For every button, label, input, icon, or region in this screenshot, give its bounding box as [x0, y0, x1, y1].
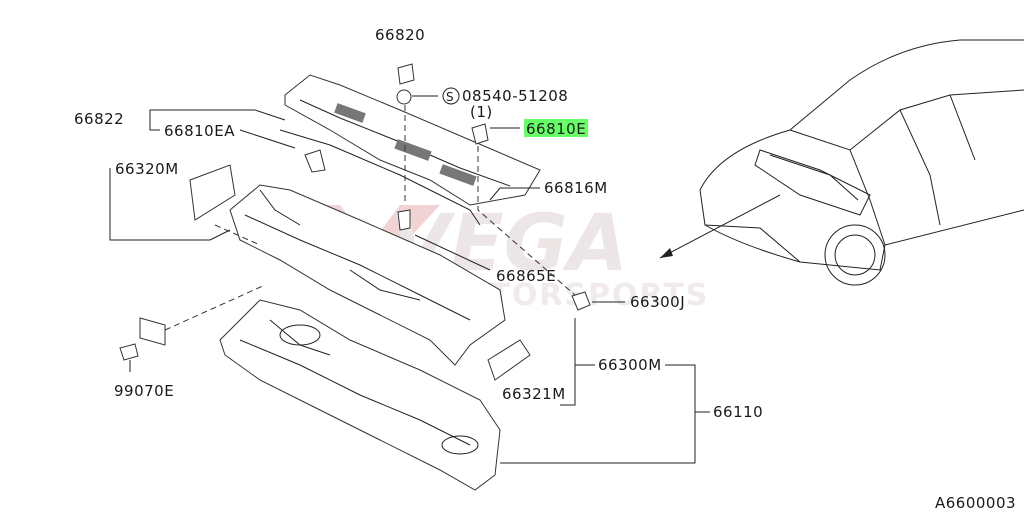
- label-66300j: 66300J: [630, 293, 685, 311]
- clip-66810ea-piece: [304, 149, 326, 173]
- label-66810e: 66810E: [526, 120, 586, 138]
- label-quantity: (1): [470, 103, 493, 121]
- bracket-66321m: [487, 339, 531, 381]
- leader-lines: [109, 95, 710, 464]
- label-66816m: 66816M: [544, 179, 608, 197]
- label-66820: 66820: [375, 26, 425, 44]
- clip-66865e: [397, 209, 411, 231]
- label-66300m: 66300M: [598, 356, 662, 374]
- diagram-code: A6600003: [935, 494, 1016, 512]
- label-66320m: 66320M: [115, 160, 179, 178]
- highlight-66810e: [524, 119, 588, 137]
- label-66865e: 66865E: [496, 267, 556, 285]
- label-66110: 66110: [713, 403, 763, 421]
- plate-99070e: [139, 317, 166, 346]
- label-99070e: 99070E: [114, 382, 174, 400]
- label-66822: 66822: [74, 110, 124, 128]
- label-66321m: 66321M: [502, 385, 566, 403]
- label-08540-51208: 08540-51208: [462, 87, 568, 105]
- clip-66300j: [571, 291, 591, 311]
- bolt-08540: [396, 89, 412, 105]
- location-arrow-head: [660, 248, 673, 258]
- clip-66810e: [471, 123, 489, 145]
- car-illustration: [699, 39, 1024, 286]
- cowl-top-grille: [279, 74, 541, 226]
- location-arrow: [659, 194, 781, 259]
- bracket-66320m: [189, 164, 236, 221]
- dash-panel-lower: [219, 299, 501, 491]
- circled-s-icon: S: [442, 87, 460, 105]
- label-66810ea: 66810EA: [164, 122, 235, 140]
- svg-text:S: S: [446, 90, 454, 104]
- cowl-panel-middle: [229, 184, 506, 366]
- screw-99070e: [119, 343, 139, 361]
- fastener-66820: [397, 63, 415, 85]
